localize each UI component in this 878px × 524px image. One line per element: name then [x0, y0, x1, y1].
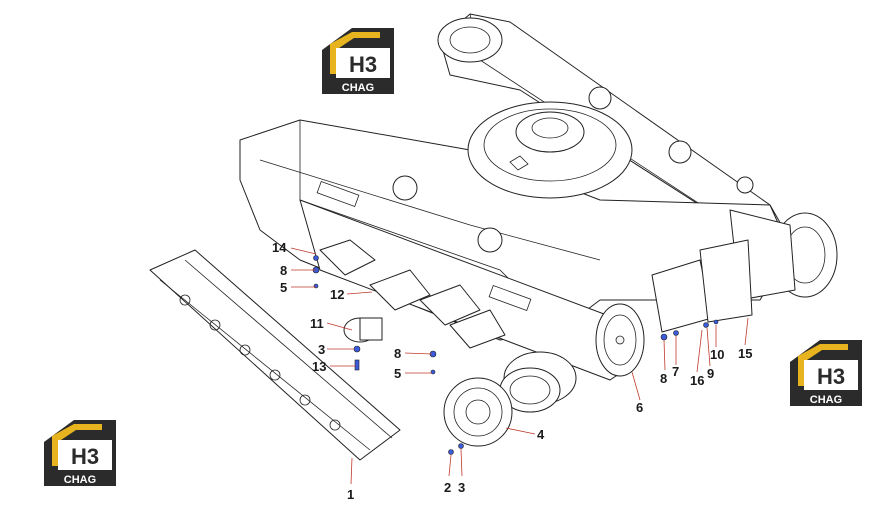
brand-logo-right: H3 CHAG: [790, 340, 862, 406]
callout-8-top: 8: [280, 263, 287, 278]
callout-8-mid: 8: [394, 346, 401, 361]
callout-13: 13: [312, 359, 326, 374]
leader-lines: [290, 247, 749, 485]
callout-10: 10: [710, 347, 724, 362]
callout-14: 14: [272, 240, 287, 255]
callout-3-bottom: 3: [458, 480, 465, 495]
svg-text:H3: H3: [71, 444, 99, 469]
callout-9: 9: [707, 366, 714, 381]
brand-logo-top: H3 CHAG: [322, 28, 394, 94]
track-chain: [149, 249, 401, 461]
callouts: 14 8 5 12 11 3 13 8 5 4 2 3 1 6 8 7 16 9…: [272, 240, 752, 502]
svg-text:CHAG: CHAG: [342, 82, 374, 94]
travel-motor-hub: [595, 303, 645, 377]
callout-12: 12: [330, 287, 344, 302]
callout-6: 6: [636, 400, 643, 415]
carrier-roller: [343, 317, 383, 343]
callout-5-top: 5: [280, 280, 287, 295]
callout-8-right: 8: [660, 371, 667, 386]
track-guards: [319, 239, 506, 349]
callout-2: 2: [444, 480, 451, 495]
undercarriage-frame: [239, 13, 838, 381]
final-drive: [499, 351, 577, 413]
callout-16: 16: [690, 373, 704, 388]
callout-1: 1: [347, 487, 354, 502]
svg-text:H3: H3: [349, 52, 377, 77]
cover-plates: [651, 239, 753, 333]
svg-text:CHAG: CHAG: [810, 394, 842, 406]
callout-7: 7: [672, 364, 679, 379]
callout-11: 11: [310, 316, 324, 331]
brand-logo-bottom-left: H3 CHAG: [44, 420, 116, 486]
svg-text:CHAG: CHAG: [64, 474, 96, 486]
callout-15: 15: [738, 346, 752, 361]
callout-4: 4: [537, 427, 545, 442]
callout-5-mid: 5: [394, 366, 401, 381]
callout-3-mid: 3: [318, 342, 325, 357]
svg-text:H3: H3: [817, 364, 845, 389]
sprocket: [443, 377, 513, 447]
